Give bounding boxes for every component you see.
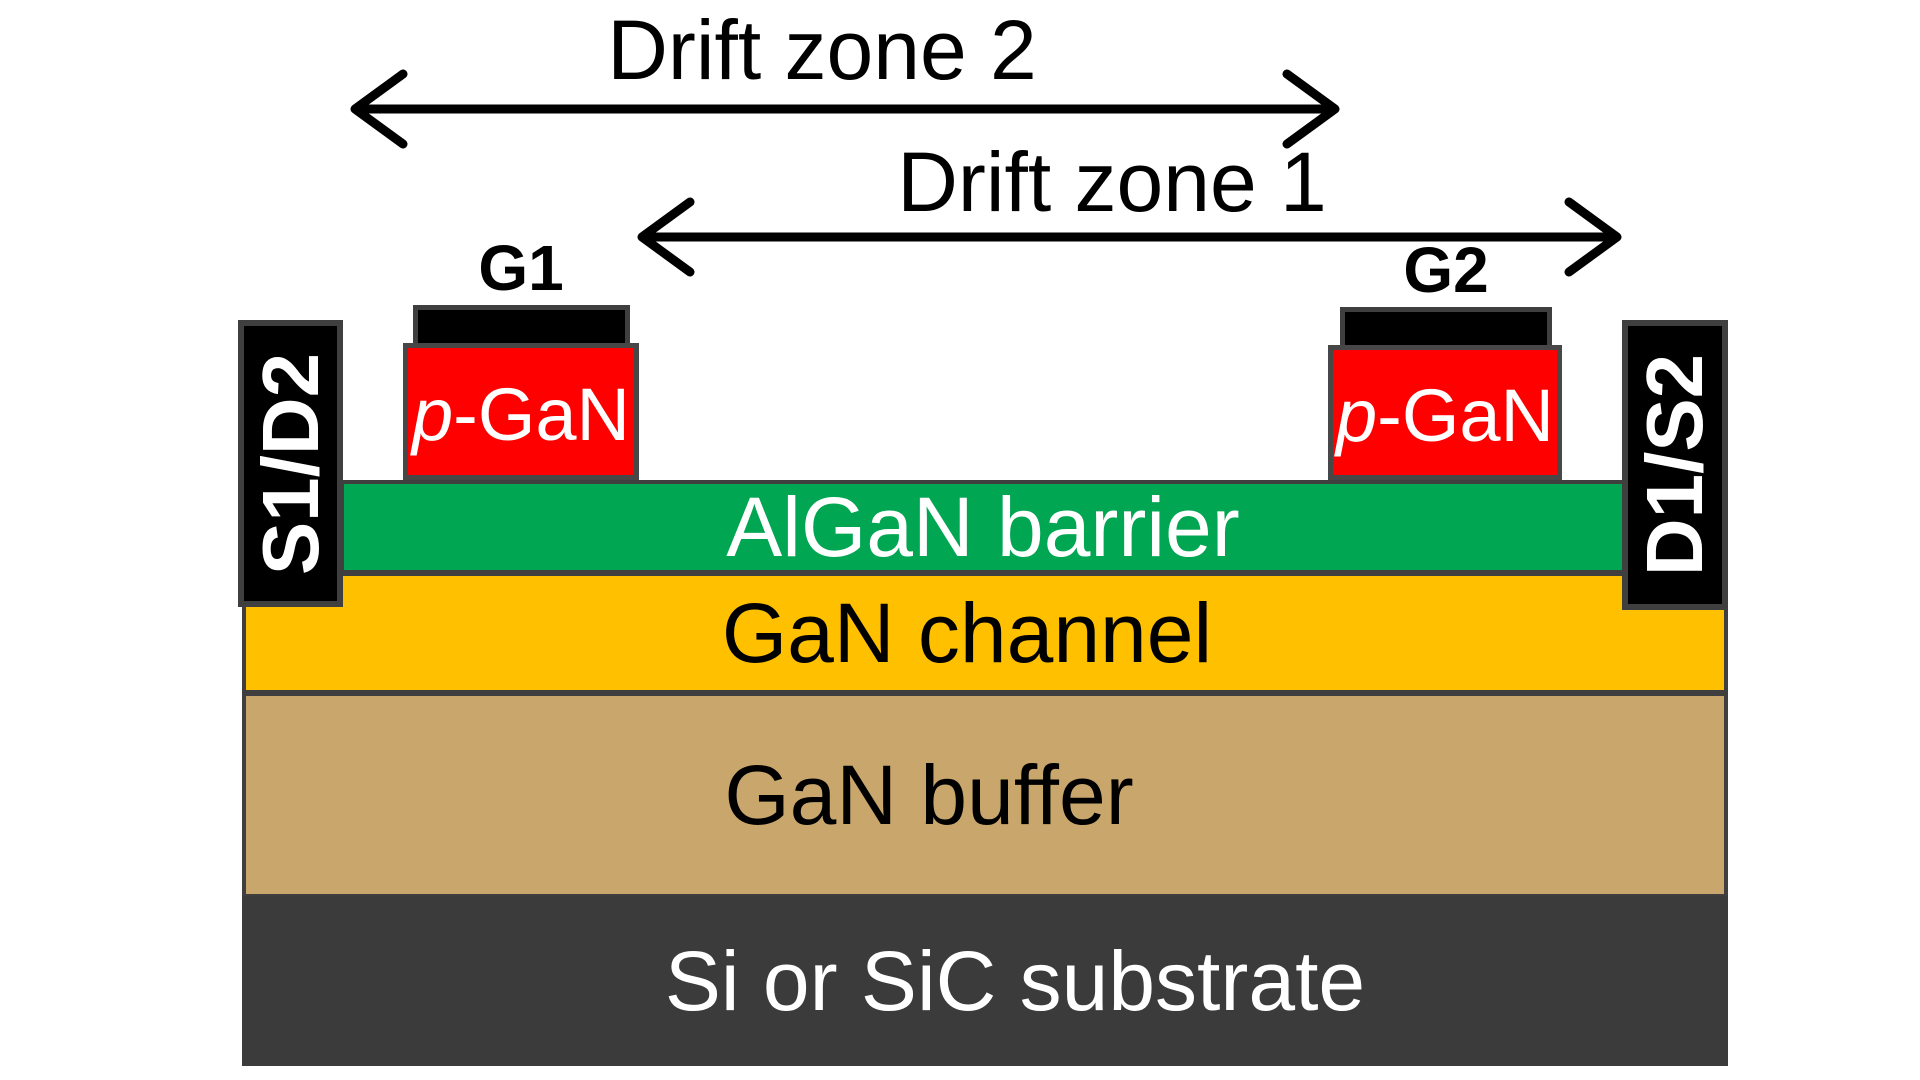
drift-zone-2-arrow xyxy=(350,69,1340,149)
p-gan-block-left: p-GaN xyxy=(403,343,639,480)
right-contact-electrode: D1/S2 xyxy=(1622,320,1728,610)
drift-zone-2-label: Drift zone 2 xyxy=(607,3,1037,97)
drift-zone-arrows xyxy=(350,69,1622,277)
p-gan-right-rest: -GaN xyxy=(1377,373,1554,457)
layer-gan-channel-label: GaN channel xyxy=(721,586,1213,680)
left-contact-electrode: S1/D2 xyxy=(238,320,343,607)
gate-1-label: G1 xyxy=(478,232,564,304)
layer-substrate-label: Si or SiC substrate xyxy=(664,934,1366,1028)
drift-zone-1-label: Drift zone 1 xyxy=(897,135,1327,229)
drift-zone-1-arrow xyxy=(637,197,1622,277)
right-contact-label: D1/S2 xyxy=(1630,353,1719,577)
layer-substrate: Si or SiC substrate xyxy=(242,896,1728,1066)
p-gan-left-rest: -GaN xyxy=(453,372,630,456)
layer-algan-barrier: AlGaN barrier xyxy=(340,480,1626,574)
gate-2-label: G2 xyxy=(1403,234,1489,306)
layer-gan-channel: GaN channel xyxy=(242,572,1728,694)
layer-gan-buffer-label: GaN buffer xyxy=(724,748,1134,842)
p-gan-block-right: p-GaN xyxy=(1328,345,1562,480)
p-gan-right-italic: p xyxy=(1336,373,1378,457)
layer-algan-barrier-label: AlGaN barrier xyxy=(726,480,1240,574)
layer-gan-buffer: GaN buffer xyxy=(242,692,1728,898)
p-gan-left-italic: p xyxy=(412,372,454,456)
left-contact-label: S1/D2 xyxy=(245,352,335,575)
gate-2-metal xyxy=(1340,307,1552,351)
